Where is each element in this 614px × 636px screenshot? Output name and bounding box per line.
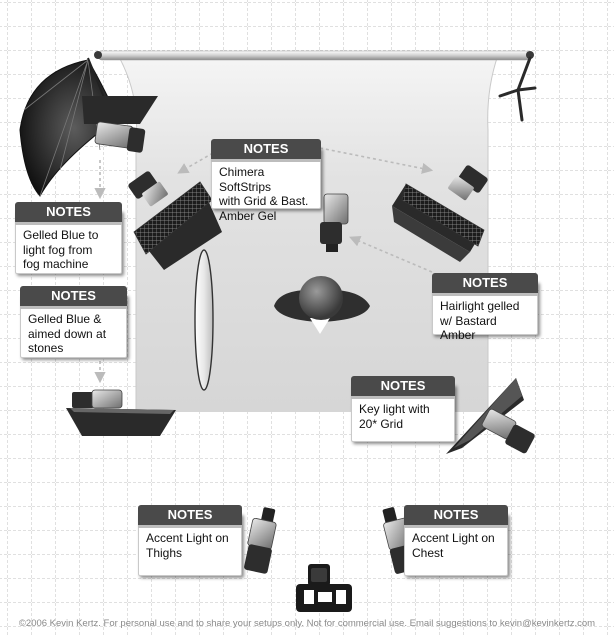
note-stones: NOTES Gelled Blue & aimed down at stones	[20, 286, 127, 358]
note-header: NOTES	[138, 505, 242, 528]
note-accent-chest: NOTES Accent Light on Chest	[404, 505, 508, 576]
backdrop-crossbar	[97, 50, 531, 61]
note-accent-thighs: NOTES Accent Light on Thighs	[138, 505, 242, 576]
subject-model	[274, 276, 370, 334]
umbrella-light	[19, 57, 158, 197]
copyright-footer: ©2006 Kevin Kertz. For personal use and …	[18, 618, 596, 629]
note-fog-machine: NOTES Gelled Blue to light fog from fog …	[15, 202, 122, 274]
note-line: Accent Light on	[146, 531, 229, 545]
note-header: NOTES	[432, 273, 538, 296]
note-line: 20* Grid	[359, 416, 404, 431]
note-text: Accent Light on Chest	[412, 531, 502, 560]
note-hairlight: NOTES Hairlight gelled w/ Bastard Amber	[432, 273, 538, 342]
note-text: Hairlight gelled w/ Bastard Amber	[440, 299, 532, 343]
note-line: Chest	[412, 545, 444, 560]
note-line: Amber Gel	[219, 208, 277, 223]
note-header: NOTES	[351, 376, 455, 399]
fog-light	[66, 389, 176, 436]
note-line: Chimera SoftStrips	[219, 165, 272, 194]
note-text: Gelled Blue to light fog from fog machin…	[23, 228, 116, 272]
note-line: fog machine	[23, 257, 89, 271]
note-key-light: NOTES Key light with 20* Grid	[351, 376, 455, 442]
note-text: Key light with 20* Grid	[359, 402, 449, 431]
note-header: NOTES	[20, 286, 127, 309]
note-line: with Grid & Bast.	[219, 194, 309, 208]
direction-arrows	[94, 147, 434, 384]
backdrop-stand-right	[498, 56, 537, 122]
note-header: NOTES	[211, 139, 321, 162]
camera-icon	[296, 564, 352, 612]
hair-light	[320, 193, 349, 252]
note-line: w/ Bastard Amber	[440, 313, 497, 343]
note-line: Gelled Blue &	[28, 312, 102, 326]
note-text: Gelled Blue & aimed down at stones	[28, 312, 121, 356]
strip-softbox-right	[392, 165, 488, 262]
key-light	[446, 378, 535, 454]
accent-light-thighs	[244, 507, 277, 574]
note-line: Hairlight gelled	[440, 299, 520, 313]
note-line: aimed down at	[28, 326, 107, 341]
reflector-panel	[194, 249, 214, 391]
note-line: Accent Light on	[412, 531, 495, 545]
note-text: Chimera SoftStrips with Grid & Bast. Amb…	[219, 165, 315, 223]
note-softstrips: NOTES Chimera SoftStrips with Grid & Bas…	[211, 139, 321, 223]
note-text: Accent Light on Thighs	[146, 531, 236, 560]
note-line: stones	[28, 341, 64, 355]
note-line: light fog from	[23, 242, 93, 257]
note-header: NOTES	[15, 202, 122, 225]
note-line: Thighs	[146, 545, 183, 560]
note-line: Key light with	[359, 402, 430, 416]
strip-softbox-left	[128, 171, 222, 270]
note-header: NOTES	[404, 505, 508, 528]
note-line: Gelled Blue to	[23, 228, 99, 242]
